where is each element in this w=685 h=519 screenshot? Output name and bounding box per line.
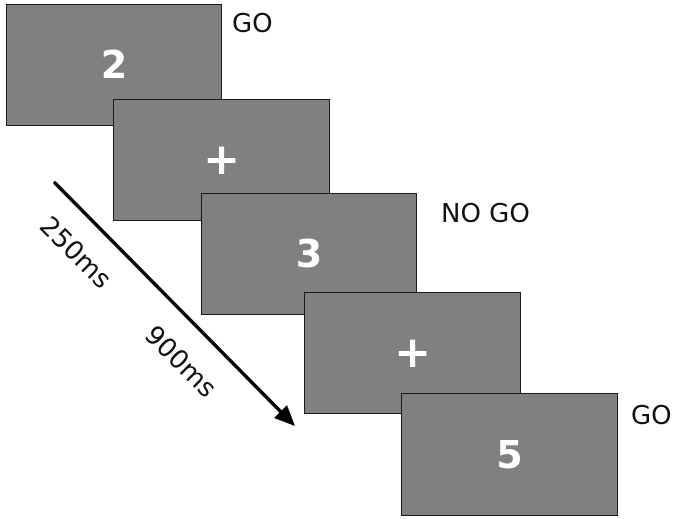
fixation-cross: +: [394, 327, 431, 378]
time-arrow-head: [274, 405, 295, 426]
time-arrow-shaft: [53, 181, 286, 417]
stimulus-digit: 2: [100, 43, 128, 87]
response-label-go: GO: [232, 9, 273, 39]
fixation-cross: +: [203, 134, 240, 185]
response-label-nogo: NO GO: [441, 199, 530, 229]
stimulus-digit: 3: [295, 232, 323, 276]
trial-screen-3: 5: [401, 393, 618, 516]
response-label-go: GO: [631, 401, 672, 431]
stimulus-digit: 5: [496, 432, 523, 477]
